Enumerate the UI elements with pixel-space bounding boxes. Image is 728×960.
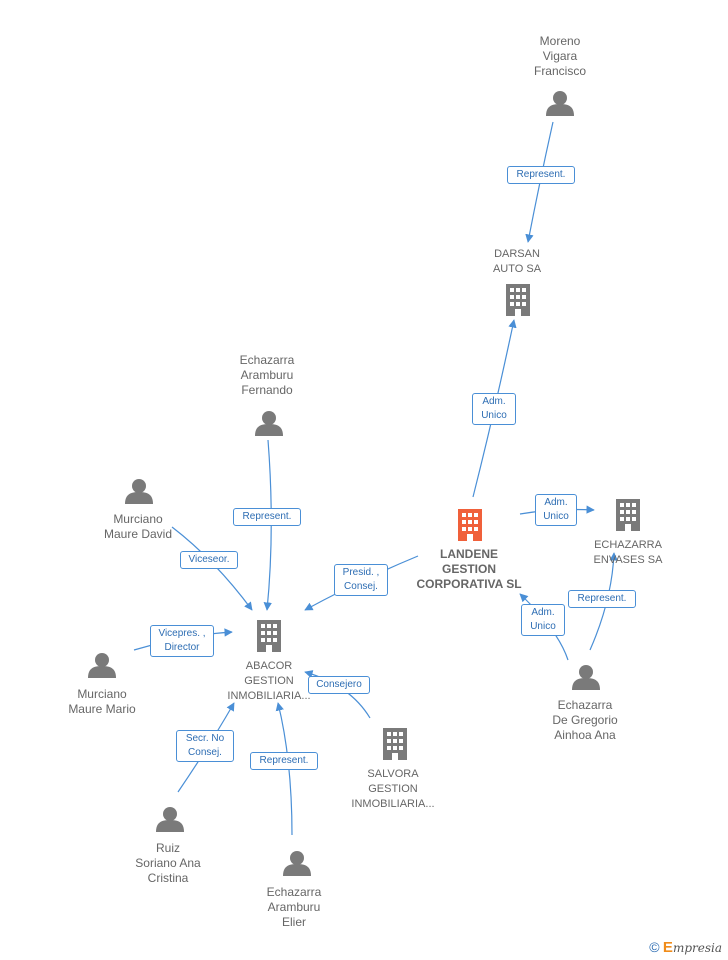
node-label-line: GESTION	[368, 783, 418, 795]
edge-label-line: Director	[164, 642, 200, 653]
person-icon-echazarra-ainhoa[interactable]	[572, 665, 600, 690]
nodes-layer	[88, 91, 640, 876]
edge-label-line: Vicepres. ,	[158, 628, 206, 639]
edge-label-secr-ruiz-abacor[interactable]: Secr. No Consej.	[176, 730, 234, 762]
node-label-darsan[interactable]: DARSAN AUTO SA	[467, 247, 567, 277]
company-icon-darsan[interactable]	[506, 284, 530, 316]
node-label-line: GESTION	[244, 675, 294, 687]
node-label-line: Vigara	[542, 49, 578, 63]
node-label-line: Aramburu	[240, 368, 294, 382]
node-label-murciano-david[interactable]: Murciano Maure David	[86, 512, 190, 542]
edge-label-represent-moreno-darsan[interactable]: Represent.	[507, 166, 575, 184]
edge-label-line: Consejero	[316, 679, 362, 690]
node-label-abacor[interactable]: ABACOR GESTION INMOBILIARIA...	[219, 659, 319, 704]
person-icon-murciano-mario[interactable]	[88, 653, 116, 678]
node-label-echazarra-fernando[interactable]: Echazarra Aramburu Fernando	[217, 353, 317, 398]
copyright-icon: ©	[649, 939, 660, 955]
edge-label-line: Unico	[481, 410, 507, 421]
node-label-line: AUTO SA	[492, 263, 542, 275]
person-icon-moreno[interactable]	[546, 91, 574, 116]
node-label-line: Aramburu	[267, 900, 321, 914]
edge-label-represent-fernando-abacor[interactable]: Represent.	[233, 508, 301, 526]
edge-label-line: Viceseor.	[188, 554, 230, 565]
edge-label-presid-landene-abacor[interactable]: Presid. , Consej.	[334, 564, 388, 596]
brand-logo-text: mpresia	[672, 941, 722, 955]
edge-label-line: Represent.	[259, 755, 309, 766]
edge-label-adm-unico-ainhoa-landene[interactable]: Adm. Unico	[521, 604, 565, 636]
node-label-line: Soriano Ana	[135, 856, 201, 870]
node-label-line: INMOBILIARIA...	[227, 690, 311, 702]
node-label-line: Echazarra	[239, 353, 295, 367]
node-label-moreno[interactable]: Moreno Vigara Francisco	[510, 34, 610, 79]
edge-label-line: Consej.	[188, 747, 222, 758]
node-label-line: Murciano	[113, 512, 163, 526]
node-label-line: Echazarra	[266, 885, 322, 899]
edge-line-fernando-abacor	[263, 439, 272, 611]
edge-label-vicepres-mario-abacor[interactable]: Vicepres. , Director	[150, 625, 214, 657]
node-label-line: Francisco	[533, 64, 586, 78]
node-label-line: ABACOR	[245, 660, 293, 672]
node-label-line: Maure David	[103, 527, 173, 541]
edge-label-line: Adm.	[544, 497, 568, 508]
company-icon-salvora[interactable]	[383, 728, 407, 760]
node-label-line: LANDENE	[439, 547, 498, 561]
edge-label-line: Represent.	[242, 511, 292, 522]
node-label-line: ENVASES SA	[593, 554, 663, 566]
edge-label-adm-unico-landene-darsan[interactable]: Adm. Unico	[472, 393, 516, 425]
edge-label-line: Secr. No	[185, 733, 225, 744]
edge-label-line: Unico	[530, 621, 556, 632]
node-label-landene[interactable]: LANDENE GESTION CORPORATIVA SL	[408, 547, 530, 592]
node-label-echazarra-envases[interactable]: ECHAZARRA ENVASES SA	[578, 538, 678, 568]
node-label-line: CORPORATIVA SL	[416, 577, 522, 591]
edge-label-line: Consej.	[344, 581, 378, 592]
node-label-salvora[interactable]: SALVORA GESTION INMOBILIARIA...	[343, 767, 443, 812]
node-label-line: Ainhoa Ana	[554, 728, 616, 742]
company-icon-echazarra-envases[interactable]	[616, 499, 640, 531]
node-label-line: Elier	[281, 915, 306, 929]
node-label-line: Cristina	[147, 871, 189, 885]
edge-label-adm-unico-landene-envases[interactable]: Adm. Unico	[535, 494, 577, 526]
edge-label-line: Adm.	[482, 396, 506, 407]
edge-label-line: Represent.	[577, 593, 627, 604]
edge-label-line: Presid. ,	[342, 567, 380, 578]
person-icon-ruiz[interactable]	[156, 807, 184, 832]
node-label-line: INMOBILIARIA...	[351, 798, 435, 810]
person-icon-murciano-david[interactable]	[125, 479, 153, 504]
node-label-line: ECHAZARRA	[594, 539, 662, 551]
node-label-line: GESTION	[441, 562, 496, 576]
node-label-line: Murciano	[77, 687, 127, 701]
node-label-murciano-mario[interactable]: Murciano Maure Mario	[50, 687, 154, 717]
edge-label-viceseor-david-abacor[interactable]: Viceseor.	[180, 551, 238, 569]
node-label-line: Fernando	[241, 383, 293, 397]
node-label-line: Maure Mario	[68, 702, 136, 716]
company-icon-abacor[interactable]	[257, 620, 281, 652]
brand-logo-initial: E	[662, 939, 673, 956]
node-label-line: Ruiz	[155, 841, 180, 855]
node-label-echazarra-elier[interactable]: Echazarra Aramburu Elier	[244, 885, 344, 930]
node-label-echazarra-ainhoa[interactable]: Echazarra De Gregorio Ainhoa Ana	[533, 698, 637, 743]
edge-label-consejero-salvora-abacor[interactable]: Consejero	[308, 676, 370, 694]
node-label-line: Moreno	[539, 34, 581, 48]
person-icon-echazarra-elier[interactable]	[283, 851, 311, 876]
node-label-line: DARSAN	[494, 248, 540, 260]
person-icon-echazarra-fernando[interactable]	[255, 411, 283, 436]
edge-label-line: Unico	[543, 511, 569, 522]
company-icon-landene[interactable]	[458, 509, 482, 541]
node-label-line: Echazarra	[557, 698, 613, 712]
edge-label-represent-elier-abacor[interactable]: Represent.	[250, 752, 318, 770]
edge-label-line: Represent.	[516, 169, 566, 180]
edge-label-represent-ainhoa-envases[interactable]: Represent.	[568, 590, 636, 608]
node-label-line: SALVORA	[367, 768, 419, 780]
edge-label-line: Adm.	[531, 607, 555, 618]
node-label-ruiz[interactable]: Ruiz Soriano Ana Cristina	[116, 841, 220, 886]
node-label-line: De Gregorio	[552, 713, 618, 727]
footer-brand[interactable]: © Empresia	[649, 939, 722, 956]
